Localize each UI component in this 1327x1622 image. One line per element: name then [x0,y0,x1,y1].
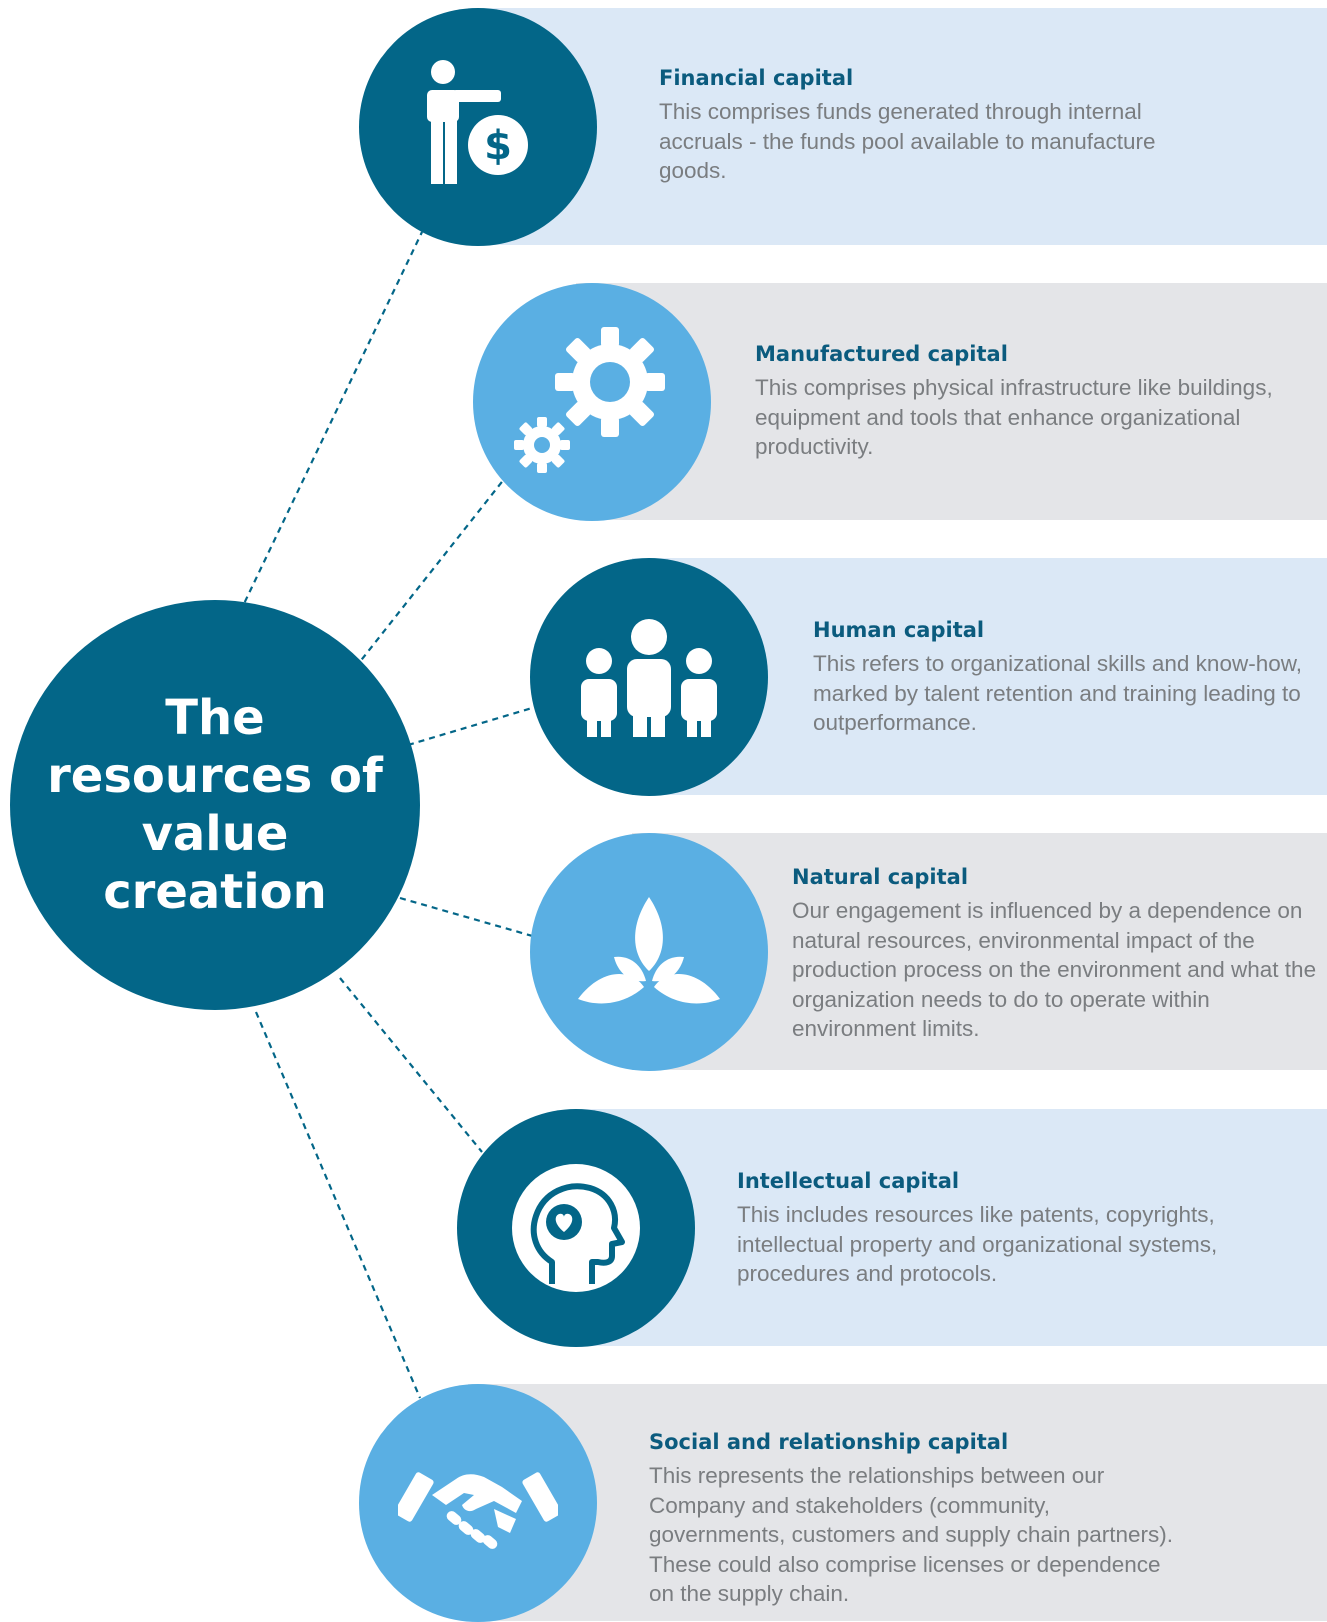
item-description: This refers to organizational skills and… [813,651,1302,735]
item-description: This comprises funds generated through i… [659,99,1156,183]
manufactured-circle [473,283,711,521]
connector-social [254,1011,422,1399]
item-title: Human capital [813,618,985,642]
hub-title: The resources of value creation [47,690,383,920]
businessman-dollar-icon: $ [427,60,528,184]
manufactured-text: Manufactured capital This comprises phys… [755,341,1290,462]
connector-natural [399,896,537,939]
connector-human [407,706,533,747]
gears-icon [514,327,665,473]
item-title: Manufactured capital [755,342,1008,366]
human-circle [530,558,768,796]
intellectual-text: Intellectual capital This includes resou… [737,1168,1272,1289]
band-financial [468,8,1327,245]
item-title: Natural capital [792,865,969,889]
financial-circle: $ [359,8,597,246]
hub-circle: The resources of value creation [10,600,420,1010]
financial-text: Financial capital This comprises funds g… [659,65,1194,186]
connector-financial [239,231,423,613]
item-title: Intellectual capital [737,1169,960,1193]
intellectual-circle [457,1109,695,1347]
item-description: This represents the relationships betwee… [649,1463,1174,1606]
item-title: Financial capital [659,66,854,90]
people-group-icon [581,619,717,737]
social-text: Social and relationship capital This rep… [649,1429,1184,1609]
connector-manufactured [354,477,506,669]
social-circle [359,1384,597,1622]
band-intellectual [576,1109,1327,1346]
item-description: This includes resources like patents, co… [737,1202,1218,1286]
svg-text:$: $ [484,123,512,169]
item-title: Social and relationship capital [649,1430,1009,1454]
human-text: Human capital This refers to organizatio… [813,617,1327,738]
item-description: Our engagement is influenced by a depend… [792,898,1317,1041]
natural-circle [530,833,768,1071]
head-heart-icon [512,1164,640,1292]
leaves-icon [578,897,720,1004]
connector-intellectual [339,977,483,1153]
band-social [468,1384,1327,1621]
item-description: This comprises physical infrastructure l… [755,375,1273,459]
handshake-icon [398,1472,558,1549]
natural-text: Natural capital Our engagement is influe… [792,864,1327,1044]
